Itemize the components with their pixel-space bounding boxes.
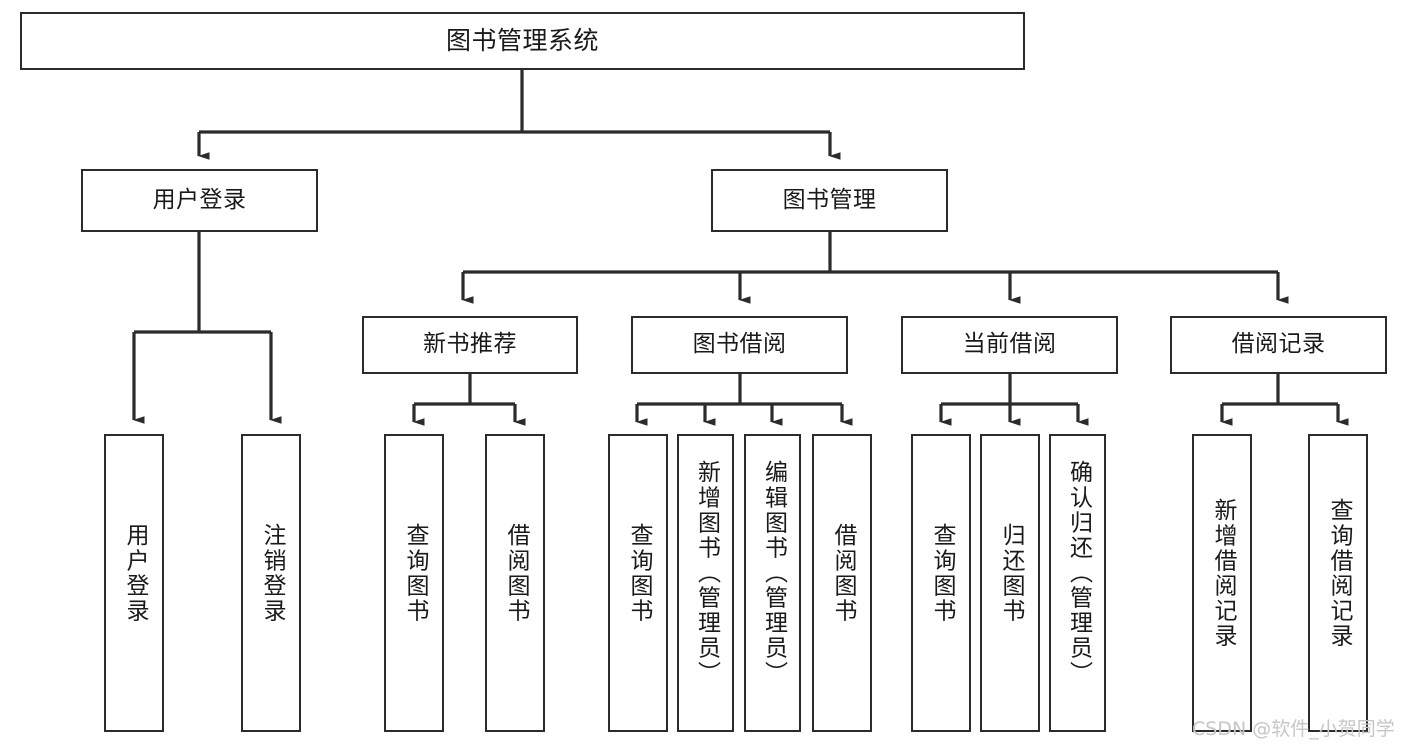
node-label: 图书借阅	[692, 331, 787, 358]
node-current-borrow[interactable]: 当前借阅	[901, 316, 1118, 374]
node-label: 图书管理系统	[445, 26, 599, 56]
leaf-record-query-record[interactable]: 查询借阅记录	[1308, 434, 1368, 732]
node-label: 查询借阅记录	[1325, 497, 1352, 649]
node-label: 查询图书	[928, 522, 955, 624]
node-label: 借阅记录	[1231, 331, 1326, 358]
leaf-borrow-add-book-admin[interactable]: 新增图书（管理员）	[677, 434, 734, 732]
node-label: 新增借阅记录	[1209, 497, 1236, 649]
leaf-record-add-record[interactable]: 新增借阅记录	[1192, 434, 1252, 732]
watermark: CSDN @软件_小贺同学	[1192, 718, 1395, 740]
node-root-system[interactable]: 图书管理系统	[20, 12, 1025, 70]
node-label: 注销登录	[258, 522, 285, 624]
leaf-borrow-edit-book-admin[interactable]: 编辑图书（管理员）	[744, 434, 801, 732]
node-label: 图书管理	[782, 186, 877, 213]
node-label: 查询图书	[401, 522, 428, 624]
node-book-management[interactable]: 图书管理	[711, 169, 948, 232]
leaf-recommend-borrow-book[interactable]: 借阅图书	[485, 434, 545, 732]
node-label: 用户登录	[152, 186, 247, 213]
node-user-login[interactable]: 用户登录	[81, 169, 318, 232]
node-borrow-record[interactable]: 借阅记录	[1170, 316, 1387, 374]
leaf-user-login-logout[interactable]: 注销登录	[241, 434, 301, 732]
node-label: 借阅图书	[829, 522, 856, 624]
node-label: 新书推荐	[423, 331, 517, 358]
node-label: 新增图书（管理员）	[693, 460, 720, 686]
node-label: 归还图书	[997, 522, 1024, 624]
leaf-recommend-query-book[interactable]: 查询图书	[384, 434, 444, 732]
node-label: 编辑图书（管理员）	[760, 460, 787, 686]
leaf-user-login-login[interactable]: 用户登录	[104, 434, 164, 732]
leaf-current-return-book[interactable]: 归还图书	[980, 434, 1040, 732]
node-label: 查询图书	[625, 522, 652, 624]
node-book-borrow[interactable]: 图书借阅	[631, 316, 848, 374]
node-label: 借阅图书	[502, 522, 529, 624]
node-new-book-recommend[interactable]: 新书推荐	[362, 316, 578, 374]
leaf-current-confirm-return-admin[interactable]: 确认归还（管理员）	[1049, 434, 1106, 732]
node-label: 用户登录	[121, 522, 148, 624]
node-label: 确认归还（管理员）	[1065, 460, 1092, 686]
node-label: 当前借阅	[962, 331, 1057, 358]
leaf-borrow-borrow-book[interactable]: 借阅图书	[812, 434, 872, 732]
leaf-borrow-query-book[interactable]: 查询图书	[608, 434, 668, 732]
leaf-current-query-book[interactable]: 查询图书	[911, 434, 971, 732]
